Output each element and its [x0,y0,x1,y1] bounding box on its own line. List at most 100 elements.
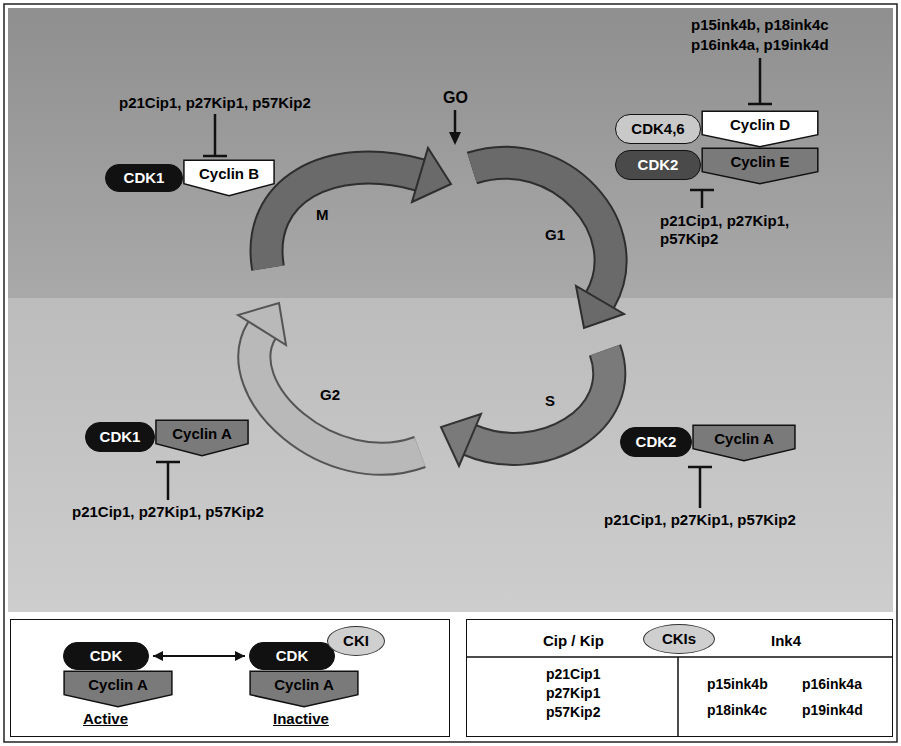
cyclin-tag: Cyclin B [183,160,275,196]
inhibitor-list: p21Cip1, p27Kip1, p57Kip2 [660,212,820,248]
arrow-outline [254,330,420,459]
cdk-pill: CDK [249,642,335,670]
arrow-outline [470,350,609,449]
arrow-body [472,163,611,300]
bar-head [688,466,712,469]
lower-band [8,298,893,612]
table-cell: p15ink4b [707,676,768,692]
bar-stem [214,114,217,156]
inhibition-bar [156,462,180,500]
cyclin-tag: Cyclin E [701,148,819,184]
cdk-pill: CDK [63,642,149,670]
legend-panel: ActiveInactiveCDKCyclin ACDKCyclin ACKI [10,619,450,737]
node-text: Cyclin E [730,154,789,171]
phase-label: M [316,206,329,224]
arrow-head [238,303,286,345]
connector-line [153,655,245,657]
upper-band [8,8,893,298]
cki-table-panel: Cip / KipInk4p21Cip1p27Kip1p57Kip2p15ink… [466,619,893,737]
cyclin-shape [250,671,358,706]
cyclin-shape [156,420,248,455]
arrow-head [235,651,245,661]
arrow-outline [472,163,611,300]
cyclin-tag: Cyclin A [63,671,173,707]
table-cell: p19ink4d [802,702,863,718]
inhibitor-list: p16ink4a, p19ink4d [691,36,829,54]
entry-arrow-line [454,110,457,134]
cki-oval: CKI [327,626,385,656]
outer-frame [4,4,897,742]
node-text: CDK [276,648,309,665]
node-text: CDK2 [638,157,679,174]
cdk-pill: CDK2 [620,427,692,457]
cyclin-tag: Cyclin A [249,671,359,707]
inhibitor-list: p15ink4b, p18ink4c [691,16,829,34]
bar-head [748,103,772,106]
entry-arrow-head [449,132,461,145]
inhibition-bar [690,190,714,208]
bar-stem [167,462,170,500]
cdk-pill: CDK1 [105,164,183,192]
cdk-pill: CDK4,6 [615,114,701,144]
node-text: Cyclin D [730,117,790,134]
inhibitor-list: p21Cip1, p27Kip1, p57Kip2 [604,511,796,529]
cycle-arrow [267,148,451,268]
cyclin-shape [184,160,274,195]
node-text: CDK1 [124,170,165,187]
table-cell: p18ink4c [707,702,767,718]
node-text: CDK1 [100,429,141,446]
node-text: CDK4,6 [631,121,684,138]
table-cell: p16ink4a [802,676,862,692]
node-text: CKIs [662,631,696,648]
inhibition-bar [203,114,227,156]
phase-label: GO [443,88,468,107]
cyclin-shape [702,111,818,146]
table-header: Ink4 [771,632,801,649]
arrow-head [412,148,451,202]
phase-label: G2 [320,386,340,404]
bar-stem [701,190,704,208]
cdk-pill: CDK1 [85,422,155,452]
cycle-arrow [441,350,609,466]
arrow-head [441,414,481,466]
cyclin-shape [702,148,818,183]
cyclin-shape [693,425,795,460]
node-text: CDK [90,648,123,665]
node-text: Cyclin A [172,426,231,443]
table-cell: p21Cip1 [546,666,600,682]
table-cell: p27Kip1 [546,685,600,701]
cycle-arrow [238,303,420,459]
arrow-body [470,350,609,449]
bar-stem [699,467,702,508]
arrow-outline [267,168,420,268]
inhibition-bar [748,58,772,104]
table-rule [466,656,893,658]
bar-stem [759,58,762,104]
bar-head [203,155,227,158]
node-text: Cyclin A [274,677,333,694]
table-cell: p57Kip2 [546,704,600,720]
cyclin-tag: Cyclin D [701,111,819,147]
cyclin-tag: Cyclin A [155,420,249,456]
cyclin-shape [64,671,172,706]
node-text: Cyclin A [88,677,147,694]
state-label: Active [83,710,128,727]
cki-oval: CKIs [643,624,715,654]
arrow-head [153,651,163,661]
node-text: Cyclin A [714,431,773,448]
bar-head [690,189,714,192]
cycle-arrow [472,163,624,328]
inhibitor-list: p21Cip1, p27Kip1, p57Kip2 [119,94,311,112]
phase-label: G1 [545,226,565,244]
inhibitor-list: p21Cip1, p27Kip1, p57Kip2 [72,503,264,521]
arrow-head [576,286,624,328]
state-connector [153,651,245,661]
cdk-pill: CDK2 [615,150,701,180]
arrow-body [267,168,420,268]
phase-label: S [545,392,555,410]
node-text: Cyclin B [199,166,259,183]
table-rule [677,657,679,737]
inhibition-bar [688,467,712,508]
